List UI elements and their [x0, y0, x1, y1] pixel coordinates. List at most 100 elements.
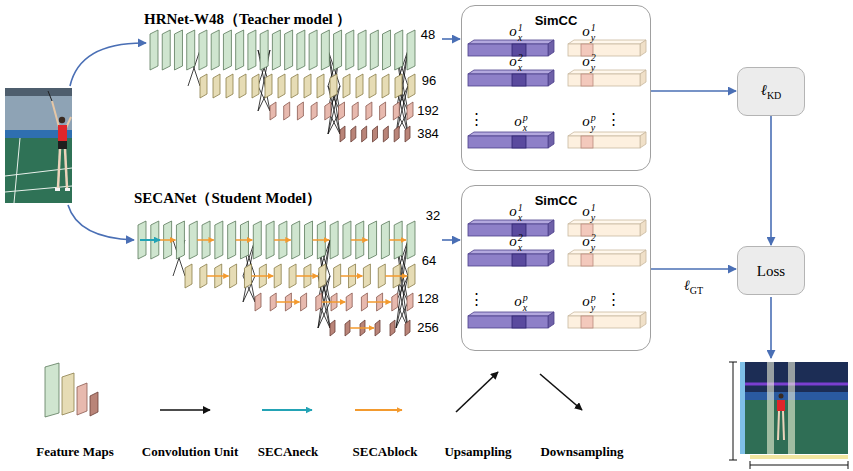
feature-map — [407, 102, 413, 120]
feature-map — [272, 30, 280, 70]
symbol: o — [582, 113, 590, 129]
node-label: Loss — [757, 262, 785, 280]
feature-map — [383, 30, 391, 70]
legend-label: Convolution Unit — [142, 445, 238, 459]
input-arrow — [68, 205, 134, 240]
index-stack: x1 — [518, 203, 523, 223]
output-vector-label: oy1 — [582, 23, 596, 43]
feature-map — [361, 293, 367, 311]
subscript: x — [518, 63, 523, 73]
ellipsis: ⋮ — [606, 292, 621, 307]
legend-label: Feature Maps — [36, 445, 113, 459]
player-head — [779, 394, 784, 399]
feature-map — [150, 30, 158, 70]
vector-side — [548, 220, 554, 236]
secablock-arrow — [274, 239, 291, 241]
superscript: 1 — [518, 23, 523, 33]
secablock-arrow — [322, 301, 345, 303]
vector-bar — [568, 44, 640, 56]
index-stack: xp — [523, 293, 528, 313]
feature-map — [187, 30, 195, 70]
connector-arrow — [442, 38, 460, 40]
vector-peak — [581, 74, 593, 86]
symbol: o — [514, 113, 522, 129]
feature-map — [407, 221, 415, 259]
feature-map — [200, 74, 207, 98]
vector-side — [640, 312, 646, 328]
dimension-line — [750, 465, 848, 466]
vector-side — [640, 40, 646, 56]
symbol: o — [509, 53, 517, 69]
symbol: o — [582, 23, 590, 39]
superscript: 1 — [591, 203, 596, 213]
feature-map — [390, 320, 395, 336]
secablock-arrow — [385, 275, 407, 277]
feature-map — [239, 74, 246, 98]
feature-map — [213, 74, 220, 98]
index-stack: x1 — [518, 23, 523, 43]
feature-map — [395, 30, 403, 70]
feature-map — [270, 102, 276, 120]
wall-top — [5, 88, 72, 96]
channel-number: 48 — [421, 28, 435, 41]
subscript: KD — [767, 90, 781, 101]
simcc-vectors — [468, 220, 646, 328]
connector-arrow — [770, 116, 772, 245]
subscript: y — [591, 63, 596, 73]
network-block: HRNet-W48（Teacher model ） — [140, 10, 442, 150]
subscript: x — [523, 303, 528, 313]
feature-map — [325, 102, 331, 120]
feature-map — [382, 74, 389, 98]
subscript: GT — [690, 285, 703, 296]
legend-line — [262, 409, 312, 411]
secablock-arrow — [276, 301, 299, 303]
symbol: o — [582, 233, 590, 249]
vector-bar — [468, 254, 548, 266]
feature-map — [356, 74, 363, 98]
court-floor — [740, 362, 848, 454]
edge-label: ℓGT — [682, 278, 705, 296]
vector-top — [468, 70, 554, 74]
output-arrow — [770, 297, 772, 358]
feature-map — [339, 102, 345, 120]
vector-bar — [568, 74, 640, 86]
vector-bar — [468, 136, 548, 148]
secablock-arrow — [367, 301, 390, 303]
feature-map — [77, 383, 87, 415]
court-line — [14, 138, 20, 203]
feature-map — [90, 392, 98, 416]
feature-map — [346, 30, 354, 70]
secablock-arrow — [197, 239, 214, 241]
symbol: o — [509, 23, 517, 39]
feature-map — [266, 221, 274, 259]
secablock-arrow — [389, 239, 406, 241]
feature-map — [253, 221, 261, 259]
output-vector-label: ox2 — [509, 233, 523, 253]
feature-map — [330, 221, 338, 259]
legend-label: Upsampling — [444, 445, 511, 459]
channel-number: 384 — [417, 127, 439, 140]
secablock-arrow — [350, 327, 374, 329]
symbol: ℓ — [684, 278, 690, 293]
subscript: y — [591, 123, 596, 133]
loss-box: ℓKD — [737, 67, 805, 116]
symbol: o — [509, 203, 517, 219]
feature-map — [236, 30, 244, 70]
superscript: 2 — [518, 53, 523, 63]
vector-peak — [512, 316, 526, 328]
output-vector-label: oxp — [514, 293, 528, 313]
feature-map — [405, 126, 410, 142]
student-network — [138, 221, 415, 336]
channel-number: 96 — [422, 74, 436, 87]
vector-side — [640, 220, 646, 236]
secablock-arrow — [159, 239, 176, 241]
vector-peak — [512, 74, 526, 86]
vector-peak — [581, 316, 593, 328]
channel-number: 256 — [417, 321, 439, 334]
feature-map — [381, 221, 389, 259]
connector-arrow — [651, 90, 736, 92]
feature-map — [321, 30, 329, 70]
superscript: p — [591, 293, 596, 303]
